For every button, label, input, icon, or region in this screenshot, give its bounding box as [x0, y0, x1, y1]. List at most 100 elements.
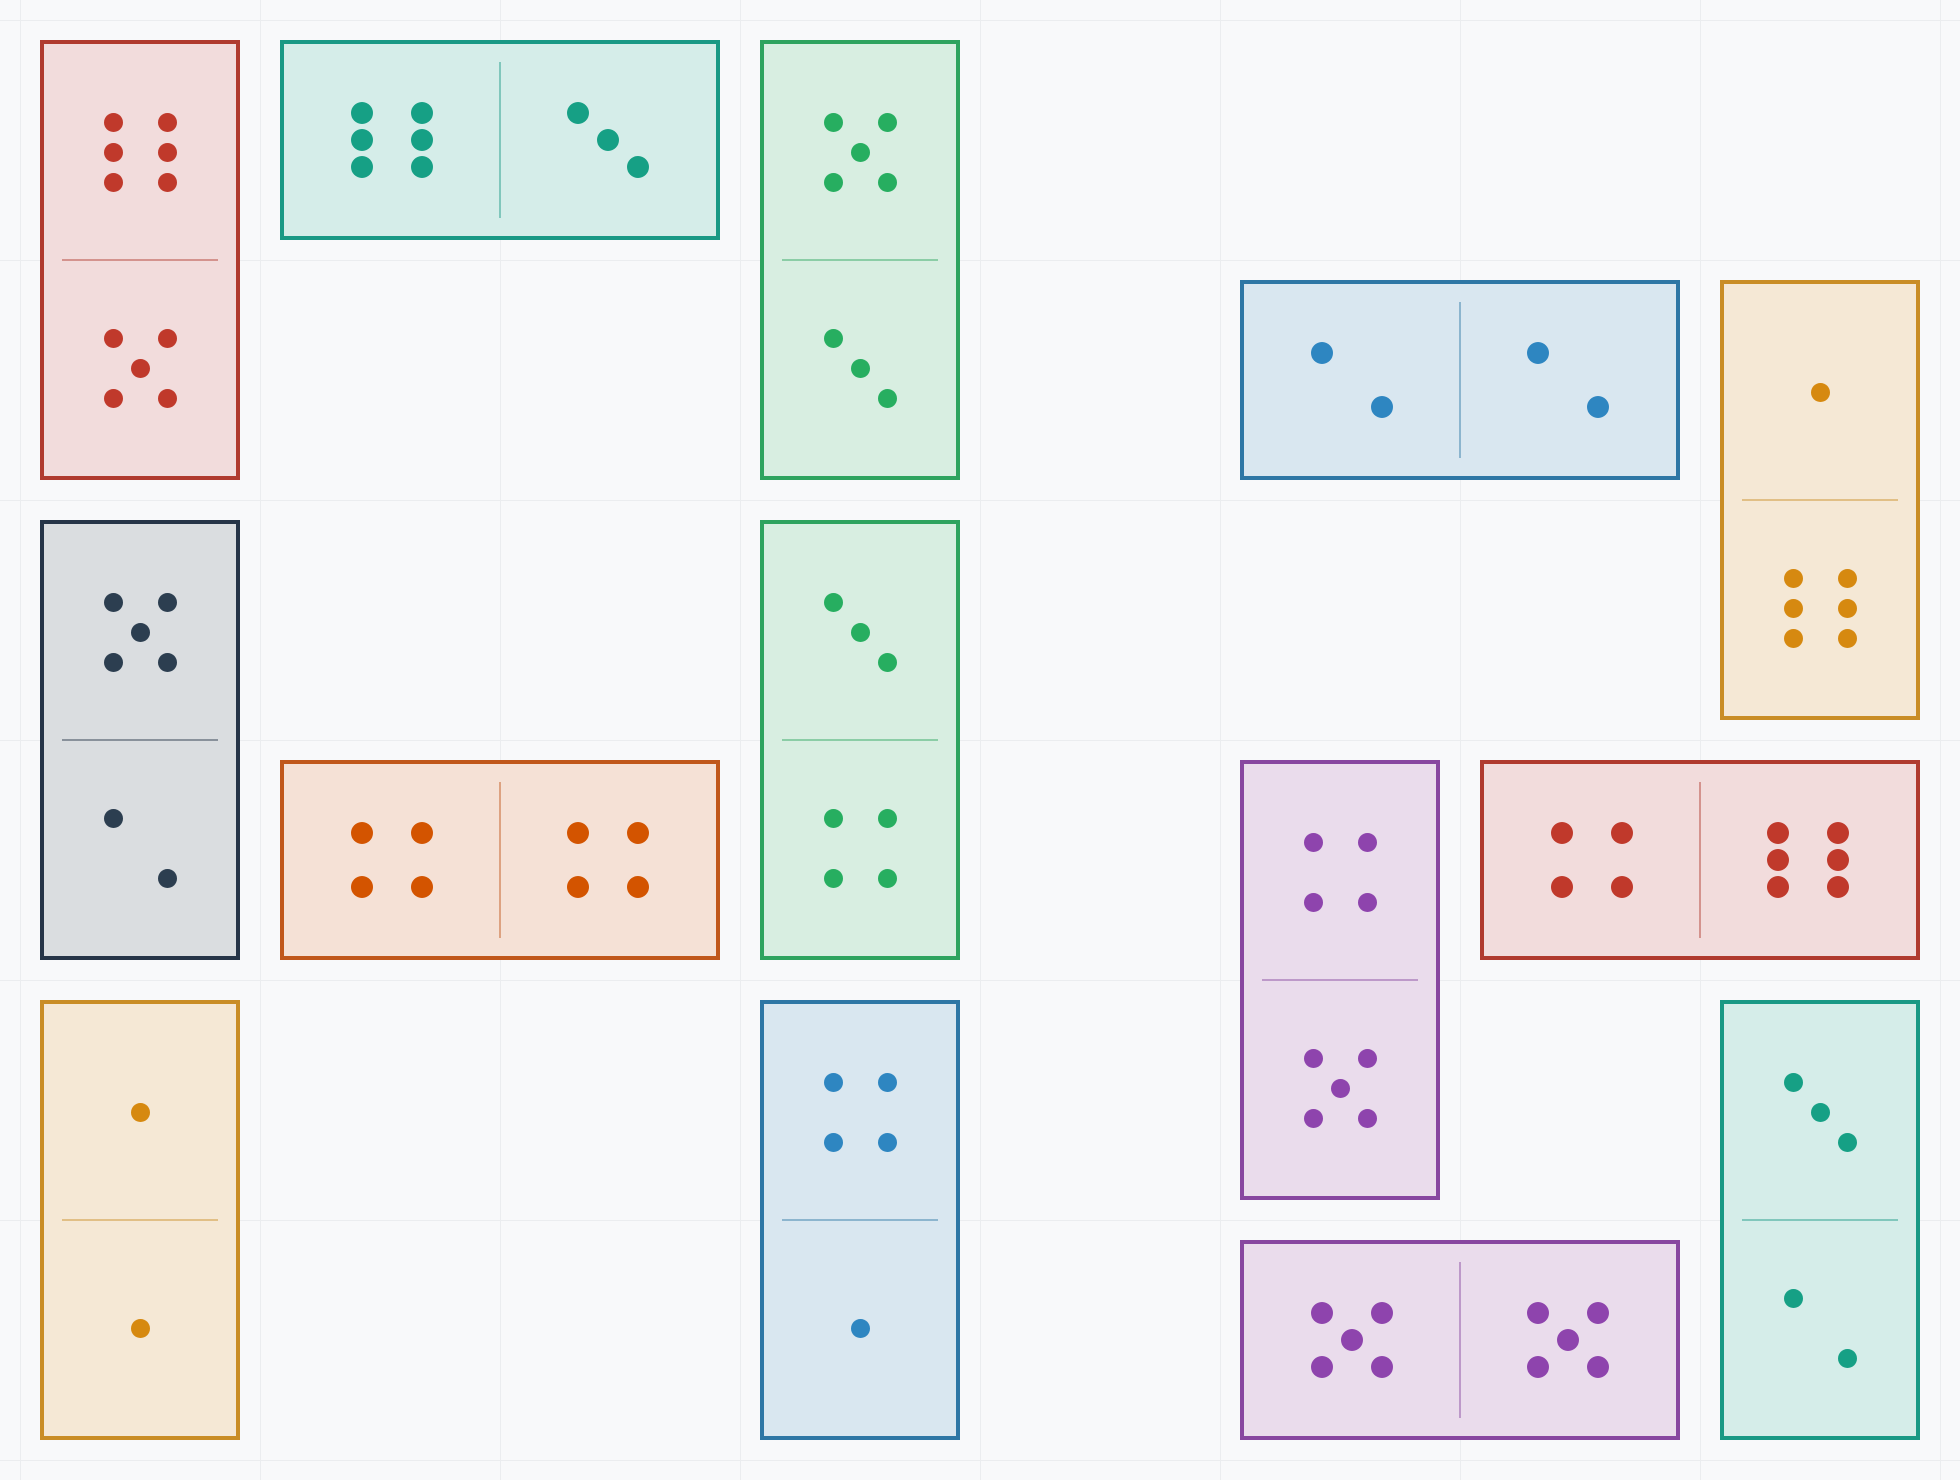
domino-4-1[interactable]: [760, 1000, 960, 1440]
domino-divider: [1262, 979, 1418, 981]
domino-divider: [62, 259, 218, 261]
pip-dot: [1827, 876, 1849, 898]
pip-dot: [597, 129, 619, 151]
pip-dot: [823, 1072, 843, 1092]
domino-half-first: [1244, 284, 1460, 476]
pip-dot: [567, 876, 589, 898]
pip-dot: [1767, 849, 1789, 871]
domino-4-6[interactable]: [1480, 760, 1920, 960]
pip-dot: [130, 1318, 150, 1338]
domino-divider: [1742, 499, 1898, 501]
domino-divider: [782, 739, 938, 741]
pip-dot: [103, 112, 123, 132]
pip-dot: [411, 876, 433, 898]
domino-divider: [1459, 302, 1461, 458]
pip-dot: [627, 876, 649, 898]
domino-half-first: [764, 524, 956, 740]
pip-dot: [103, 172, 123, 192]
domino-half-second: [764, 740, 956, 956]
pip-dot: [1341, 1329, 1363, 1351]
domino-half-first: [44, 1004, 236, 1220]
pip-dot: [1311, 342, 1333, 364]
domino-divider: [1459, 1262, 1461, 1418]
domino-5-5[interactable]: [1240, 1240, 1680, 1440]
domino-half-first: [284, 764, 500, 956]
pip-dot: [103, 328, 123, 348]
pip-dot: [1551, 876, 1573, 898]
domino-half-first: [1724, 284, 1916, 500]
pip-dot: [823, 592, 843, 612]
pip-dot: [1311, 1356, 1333, 1378]
pip-dot: [1357, 1108, 1377, 1128]
pip-dot: [877, 388, 897, 408]
domino-half-first: [1244, 764, 1436, 980]
pip-dot: [411, 102, 433, 124]
domino-3-4[interactable]: [760, 520, 960, 960]
domino-half-first: [764, 44, 956, 260]
pip-dot: [351, 876, 373, 898]
domino-half-second: [44, 1220, 236, 1436]
pip-dot: [567, 102, 589, 124]
domino-half-first: [44, 524, 236, 740]
pip-dot: [823, 328, 843, 348]
pip-dot: [157, 112, 177, 132]
pip-dot: [823, 172, 843, 192]
pip-dot: [103, 652, 123, 672]
pip-dot: [1611, 822, 1633, 844]
pip-dot: [1767, 822, 1789, 844]
pip-dot: [1371, 1302, 1393, 1324]
domino-3-2[interactable]: [1720, 1000, 1920, 1440]
pip-dot: [130, 358, 150, 378]
pip-dot: [1783, 1288, 1803, 1308]
pip-dot: [1551, 822, 1573, 844]
domino-half-first: [1724, 1004, 1916, 1220]
domino-divider: [499, 782, 501, 938]
pip-dot: [1783, 1072, 1803, 1092]
domino-half-second: [1244, 980, 1436, 1196]
pip-dot: [1303, 892, 1323, 912]
domino-divider: [62, 1219, 218, 1221]
pip-dot: [823, 808, 843, 828]
domino-4-5[interactable]: [1240, 760, 1440, 1200]
pip-dot: [877, 808, 897, 828]
domino-5-3[interactable]: [760, 40, 960, 480]
pip-dot: [1371, 396, 1393, 418]
domino-half-second: [1460, 1244, 1676, 1436]
pip-dot: [877, 868, 897, 888]
domino-4-4[interactable]: [280, 760, 720, 960]
pip-dot: [877, 172, 897, 192]
pip-dot: [103, 592, 123, 612]
domino-half-first: [1484, 764, 1700, 956]
pip-dot: [1611, 876, 1633, 898]
pip-dot: [877, 112, 897, 132]
pip-dot: [1837, 568, 1857, 588]
domino-half-second: [500, 764, 716, 956]
pip-dot: [351, 822, 373, 844]
domino-half-first: [44, 44, 236, 260]
domino-divider: [62, 739, 218, 741]
domino-6-5[interactable]: [40, 40, 240, 480]
pip-dot: [1767, 876, 1789, 898]
pip-dot: [1357, 892, 1377, 912]
pip-dot: [157, 142, 177, 162]
domino-6-3[interactable]: [280, 40, 720, 240]
pip-dot: [1303, 1108, 1323, 1128]
pip-dot: [850, 358, 870, 378]
domino-1-6[interactable]: [1720, 280, 1920, 720]
domino-5-2[interactable]: [40, 520, 240, 960]
domino-2-2[interactable]: [1240, 280, 1680, 480]
domino-half-second: [764, 260, 956, 476]
domino-half-first: [284, 44, 500, 236]
pip-dot: [1837, 1348, 1857, 1368]
pip-dot: [411, 156, 433, 178]
pip-dot: [411, 822, 433, 844]
pip-dot: [1371, 1356, 1393, 1378]
domino-half-second: [500, 44, 716, 236]
pip-dot: [1557, 1329, 1579, 1351]
pip-dot: [1837, 598, 1857, 618]
pip-dot: [1810, 1102, 1830, 1122]
pip-dot: [850, 142, 870, 162]
pip-dot: [1330, 1078, 1350, 1098]
domino-1-1[interactable]: [40, 1000, 240, 1440]
